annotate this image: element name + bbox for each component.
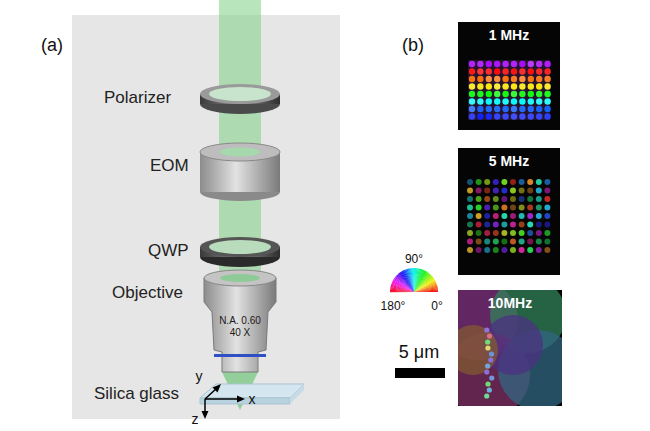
wheel-wedge <box>414 269 421 292</box>
frequency-label: 5 MHz <box>458 153 560 169</box>
scale-bar <box>395 368 445 378</box>
axis-label: x <box>249 391 256 407</box>
wheel-wedge <box>414 268 415 292</box>
image-10mhz: 10MHz <box>458 290 562 406</box>
eom-label: EOM <box>150 154 200 178</box>
wheel-wedge <box>390 286 414 292</box>
component-name: Polarizer <box>104 86 200 110</box>
objective-label: ObjectiveN.A. 0.60 40 X <box>112 281 280 357</box>
objective-spec: N.A. 0.60 40 X <box>213 315 267 339</box>
coordinate-axes <box>202 384 246 419</box>
panel-label: (a) <box>41 35 63 56</box>
objective-lens <box>204 270 276 372</box>
wheel-wedge <box>414 268 417 292</box>
component-name: EOM <box>150 154 200 178</box>
component-name: QWP <box>148 239 202 263</box>
polarizer-label: Polarizer <box>104 86 200 110</box>
frequency-label: 1 MHz <box>458 27 560 43</box>
frequency-label: 10MHz <box>458 295 562 311</box>
axis-label: z <box>192 411 199 427</box>
wheel-wedge <box>390 287 414 292</box>
eom-cylinder <box>200 143 280 201</box>
image-5mhz: 5 MHz <box>458 148 560 275</box>
angle-label: 0° <box>431 299 442 313</box>
wheel-wedge <box>414 268 419 292</box>
polarizer-ring <box>200 84 280 114</box>
silica-glass-label: Silica glass <box>94 382 198 406</box>
polarization-color-wheel <box>390 268 438 292</box>
image-1mhz: 1 MHz <box>458 22 560 130</box>
wheel-wedge <box>414 268 418 292</box>
wheel-wedge <box>414 268 420 292</box>
angle-label: 90° <box>405 252 423 266</box>
wheel-wedge <box>391 285 414 292</box>
panel-background <box>72 15 340 419</box>
angle-label: 180° <box>381 299 406 313</box>
qwp-label: QWP <box>148 239 202 263</box>
component-name: Silica glass <box>94 382 198 406</box>
axis-label: y <box>196 368 203 384</box>
scale-label: 5 μm <box>399 342 439 363</box>
wheel-wedge <box>390 288 414 292</box>
panel-label: (b) <box>402 35 424 56</box>
wheel-wedge <box>390 289 414 292</box>
wheel-wedge <box>390 291 414 292</box>
component-name: Objective <box>112 281 280 305</box>
qwp-ring <box>200 237 280 267</box>
